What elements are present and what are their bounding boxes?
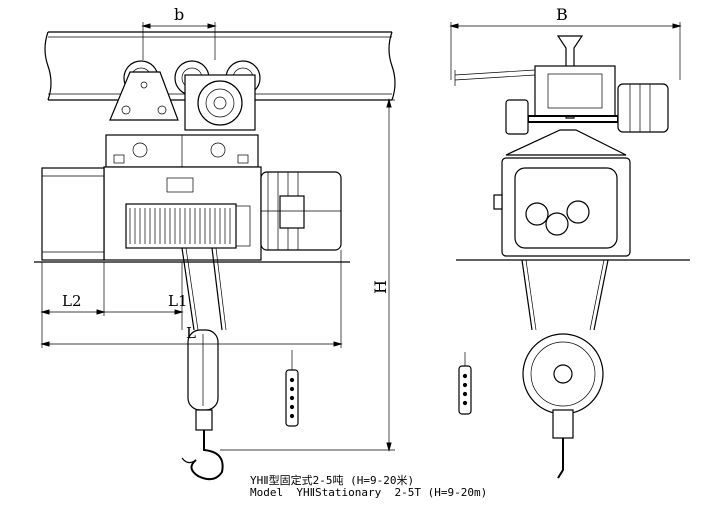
label-B: B bbox=[556, 5, 568, 24]
trolley-side bbox=[454, 35, 619, 123]
dimension-L: L bbox=[40, 250, 343, 348]
wire-ropes-side bbox=[521, 259, 609, 331]
caption-chinese: YHⅡ型固定式2-5吨 (H=9-20米) bbox=[250, 474, 415, 487]
hoist-body-side bbox=[493, 129, 631, 257]
caption-english: Model YHⅡStationary 2-5T (H=9-20m) bbox=[250, 486, 488, 499]
motor bbox=[260, 171, 342, 251]
carriage-frame bbox=[105, 134, 259, 168]
dimension-L1: L1 bbox=[104, 262, 188, 330]
pendant-controller-side bbox=[458, 352, 472, 415]
pendant-controller-front bbox=[285, 350, 299, 427]
label-L1: L1 bbox=[168, 292, 188, 310]
front-view: b bbox=[34, 5, 396, 481]
dimension-L2: L2 bbox=[40, 262, 106, 348]
label-H: H bbox=[371, 280, 390, 294]
label-b: b bbox=[174, 5, 184, 24]
dimension-H: H bbox=[220, 98, 395, 452]
dimension-B: B bbox=[449, 5, 682, 80]
hook-block-side bbox=[522, 333, 604, 479]
hook-block bbox=[181, 329, 224, 481]
dimension-b: b bbox=[141, 5, 217, 60]
gear-box bbox=[184, 74, 256, 131]
trolley-motor bbox=[505, 83, 669, 135]
wire-ropes bbox=[181, 247, 227, 331]
label-L2: L2 bbox=[62, 292, 82, 310]
side-view: B bbox=[449, 5, 690, 479]
label-L: L bbox=[186, 324, 196, 342]
end-cover bbox=[41, 167, 105, 261]
rope-drum bbox=[125, 203, 251, 249]
side-plate bbox=[109, 71, 179, 121]
